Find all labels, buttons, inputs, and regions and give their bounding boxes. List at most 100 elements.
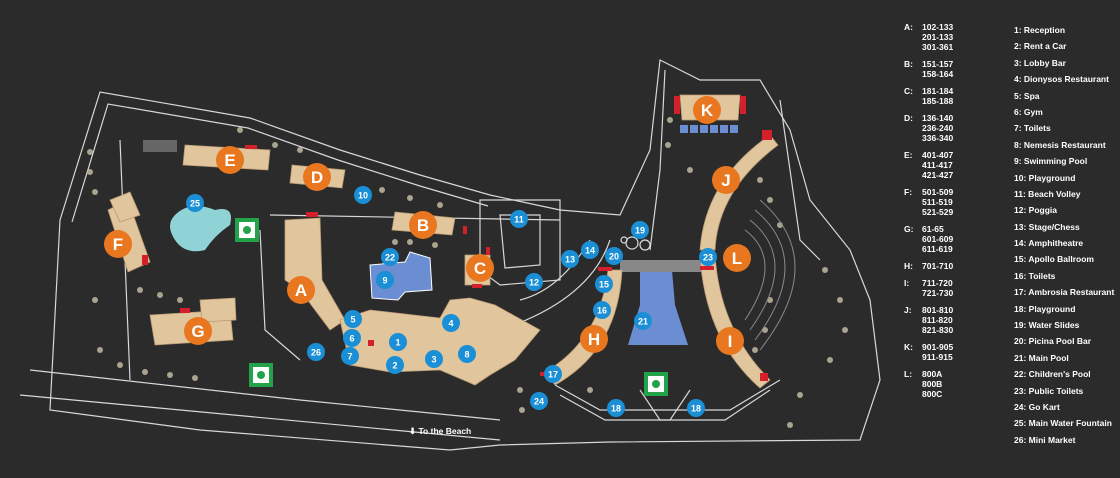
room-range: 721-730: [922, 288, 954, 298]
facility-legend-entry: 11: Beach Volley: [1014, 188, 1081, 199]
block-marker-k[interactable]: K: [693, 96, 721, 124]
facility-marker-20[interactable]: 20: [605, 247, 623, 265]
facility-marker-26[interactable]: 26: [307, 343, 325, 361]
block-letter: K:: [904, 342, 913, 352]
facility-marker-18[interactable]: 18: [687, 399, 705, 417]
svg-text:3: 3: [431, 355, 436, 365]
block-rooms: 701-710: [922, 261, 953, 271]
block-letter: B:: [904, 59, 913, 69]
facility-legend-entry: 10: Playground: [1014, 172, 1076, 183]
block-marker-g[interactable]: G: [184, 317, 212, 345]
assembly-point-icon: [644, 372, 668, 396]
facility-marker-24[interactable]: 24: [530, 392, 548, 410]
facility-marker-11[interactable]: 11: [510, 210, 528, 228]
svg-text:17: 17: [548, 370, 558, 380]
facility-marker-10[interactable]: 10: [354, 186, 372, 204]
svg-text:25: 25: [190, 199, 200, 209]
svg-text:12: 12: [529, 278, 539, 288]
svg-text:9: 9: [382, 276, 387, 286]
svg-text:G: G: [191, 322, 204, 341]
svg-text:21: 21: [638, 317, 648, 327]
buildings: [107, 94, 779, 389]
room-range: 421-427: [922, 170, 954, 180]
svg-text:F: F: [113, 235, 123, 254]
facility-marker-1[interactable]: 1: [389, 333, 407, 351]
facility-marker-18[interactable]: 18: [607, 399, 625, 417]
svg-text:19: 19: [635, 226, 645, 236]
facility-marker-4[interactable]: 4: [442, 314, 460, 332]
block-marker-a[interactable]: A: [287, 276, 315, 304]
svg-text:E: E: [224, 151, 235, 170]
svg-text:14: 14: [585, 246, 595, 256]
block-marker-i[interactable]: I: [716, 327, 744, 355]
facility-marker-19[interactable]: 19: [631, 221, 649, 239]
block-letter: G:: [904, 224, 914, 234]
facility-legend-entry: 21: Main Pool: [1014, 352, 1069, 363]
facility-legend-entry: 22: Children's Pool: [1014, 369, 1091, 380]
svg-text:16: 16: [597, 306, 607, 316]
block-marker-e[interactable]: E: [216, 146, 244, 174]
facility-legend-entry: 13: Stage/Chess: [1014, 221, 1080, 232]
block-letter: C:: [904, 86, 913, 96]
block-letter: F:: [904, 187, 913, 197]
facility-marker-7[interactable]: 7: [341, 347, 359, 365]
svg-text:4: 4: [448, 319, 453, 329]
block-marker-h[interactable]: H: [580, 325, 608, 353]
room-range: 800B: [922, 379, 943, 389]
block-marker-b[interactable]: B: [409, 211, 437, 239]
facility-marker-6[interactable]: 6: [343, 329, 361, 347]
svg-text:15: 15: [599, 280, 609, 290]
block-marker-d[interactable]: D: [303, 163, 331, 191]
svg-text:10: 10: [358, 191, 368, 201]
facility-legend-entry: 8: Nemesis Restaurant: [1014, 139, 1106, 150]
room-range: 711-720: [922, 278, 953, 288]
svg-text:7: 7: [347, 352, 352, 362]
facility-legend-entry: 5: Spa: [1014, 90, 1040, 101]
facility-marker-3[interactable]: 3: [425, 350, 443, 368]
facility-marker-14[interactable]: 14: [581, 241, 599, 259]
facility-marker-12[interactable]: 12: [525, 273, 543, 291]
block-marker-c[interactable]: C: [466, 254, 494, 282]
room-range: 800C: [922, 389, 943, 399]
facility-marker-8[interactable]: 8: [458, 345, 476, 363]
facility-marker-5[interactable]: 5: [344, 310, 362, 328]
facility-marker-16[interactable]: 16: [593, 301, 611, 319]
facility-legend-entry: 19: Water Slides: [1014, 320, 1080, 331]
facility-marker-9[interactable]: 9: [376, 271, 394, 289]
facility-marker-2[interactable]: 2: [386, 356, 404, 374]
room-range: 811-820: [922, 315, 953, 325]
facility-marker-22[interactable]: 22: [381, 248, 399, 266]
svg-text:1: 1: [395, 338, 400, 348]
room-range: 611-619: [922, 244, 953, 254]
room-range: 301-361: [922, 42, 954, 52]
room-range: 801-810: [922, 305, 954, 315]
block-letter: I:: [904, 278, 910, 288]
facility-marker-23[interactable]: 23: [699, 248, 717, 266]
facility-marker-17[interactable]: 17: [544, 365, 562, 383]
facility-legend-entry: 16: Toilets: [1014, 270, 1056, 281]
facility-marker-25[interactable]: 25: [186, 194, 204, 212]
svg-text:H: H: [588, 330, 600, 349]
block-marker-l[interactable]: L: [723, 244, 751, 272]
svg-text:A: A: [295, 281, 307, 300]
facility-marker-13[interactable]: 13: [561, 250, 579, 268]
block-marker-f[interactable]: F: [104, 230, 132, 258]
room-range: 701-710: [922, 261, 954, 271]
facility-legend-entry: 7: Toilets: [1014, 123, 1051, 134]
facility-marker-21[interactable]: 21: [634, 312, 652, 330]
svg-text:8: 8: [464, 350, 469, 360]
block-marker-j[interactable]: J: [712, 166, 740, 194]
facility-marker-15[interactable]: 15: [595, 275, 613, 293]
facility-legend-entry: 15: Apollo Ballroom: [1014, 254, 1094, 265]
svg-text:D: D: [311, 168, 323, 187]
assembly-point-icon: [235, 218, 259, 242]
